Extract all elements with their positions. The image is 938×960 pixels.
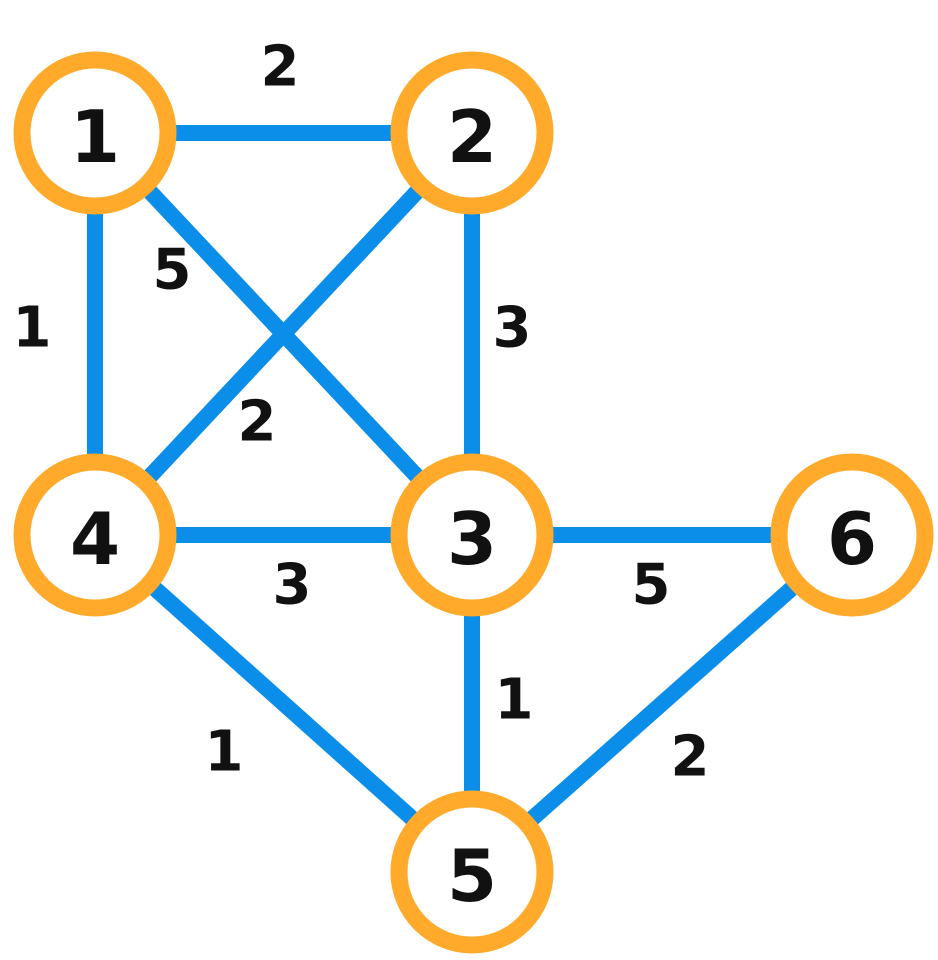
node-6: 6 (770, 453, 934, 617)
edge-weight-1-4: 1 (13, 296, 52, 361)
node-label-5: 5 (447, 834, 497, 918)
node-circle-6 (770, 453, 934, 617)
node-2: 2 (390, 51, 554, 215)
edge-weight-4-5: 1 (205, 720, 244, 785)
node-label-4: 4 (70, 497, 120, 581)
edge-weight-1-2: 2 (261, 35, 300, 100)
edge-weight-4-3: 3 (273, 553, 312, 618)
node-circle-3 (390, 453, 554, 617)
edge-6-5 (466, 529, 858, 878)
edge-weight-2-3: 3 (493, 296, 532, 361)
edge-weight-2-4: 2 (238, 390, 277, 455)
node-4: 4 (13, 453, 177, 617)
node-label-2: 2 (447, 95, 497, 179)
edge-weight-1-3: 5 (153, 238, 192, 303)
edge-weight-6-5: 2 (671, 725, 710, 790)
nodes-layer: 1 2 3 4 5 6 (13, 51, 934, 954)
node-circle-4 (13, 453, 177, 617)
node-label-1: 1 (70, 95, 120, 179)
node-circle-1 (13, 51, 177, 215)
node-5: 5 (390, 790, 554, 954)
edge-weight-3-6: 5 (632, 553, 671, 618)
edge-4-5 (89, 529, 478, 878)
node-label-6: 6 (827, 497, 877, 581)
node-3: 3 (390, 453, 554, 617)
edge-weight-3-5: 1 (495, 668, 534, 733)
node-circle-5 (390, 790, 554, 954)
node-label-3: 3 (447, 497, 497, 581)
node-circle-2 (390, 51, 554, 215)
edge-2-4 (89, 127, 478, 541)
node-1: 1 (13, 51, 177, 215)
